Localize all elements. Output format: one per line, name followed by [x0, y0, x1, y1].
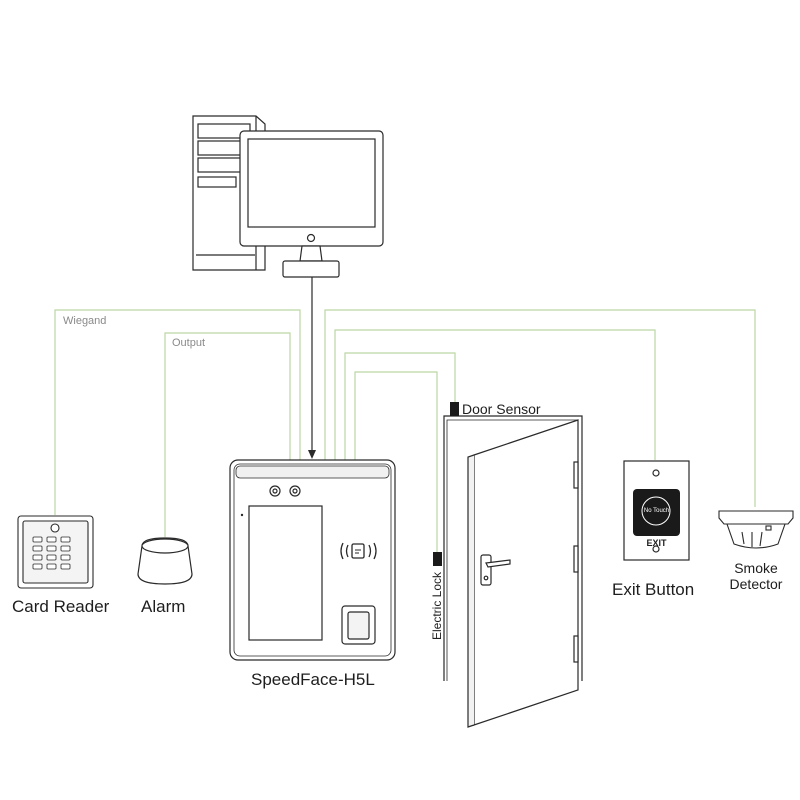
- pc-drive-bay-4: [197, 176, 237, 188]
- arrowhead-icon: [308, 450, 316, 459]
- wiegand-wire: [54, 309, 301, 515]
- smoke-detector-led: [765, 525, 772, 531]
- door-leaf-edge: [467, 454, 475, 728]
- card-reader-sensor: [50, 523, 60, 533]
- speedface-label: SpeedFace-H5L: [251, 670, 375, 689]
- speedface-screen: [248, 505, 323, 641]
- exit-button-face: [633, 489, 680, 536]
- no-touch-exit-button-icon: [623, 460, 690, 561]
- speedface-indicator-led: [240, 513, 244, 517]
- speedface-inner: [233, 463, 392, 657]
- exit-button-label: Exit Button: [612, 580, 695, 599]
- speedface-device-icon: [229, 459, 396, 661]
- exit-button-wire: [334, 329, 656, 460]
- door-hinge-bottom: [573, 635, 579, 663]
- door-sensor-wire: [344, 352, 456, 460]
- exit-button-screw-top: [652, 469, 660, 477]
- alarm-dome-top: [141, 538, 189, 554]
- smoke-detector-icon: [718, 510, 794, 549]
- electric-lock-label: Electric Lock: [430, 571, 444, 640]
- door-sensor-block: [450, 402, 459, 416]
- electric-lock-block: [433, 552, 442, 566]
- smoke-detector-vent-1: [741, 531, 745, 545]
- rfid-card-icon: [340, 542, 377, 560]
- open-door-icon: [433, 402, 583, 728]
- siren-icon: [137, 537, 193, 585]
- smoke-detector-body: [726, 523, 786, 549]
- exit-button-screw-bottom: [652, 545, 660, 553]
- smoke-detector-label-line1: Smoke: [734, 560, 778, 576]
- card-reader-label: Card Reader: [12, 597, 110, 616]
- door-hinge-mid: [573, 545, 579, 573]
- computer-icon: [192, 115, 384, 278]
- smoke-detector-base: [718, 510, 794, 525]
- door-hinge-top: [573, 461, 579, 489]
- monitor-base: [282, 260, 340, 278]
- smoke-detector-vent-3: [759, 531, 763, 547]
- output-wire-label: Output: [172, 337, 206, 349]
- smoke-detector-label-line2: Detector: [729, 576, 783, 592]
- door-frame: [443, 415, 583, 681]
- speedface-top-bar: [235, 465, 390, 479]
- monitor-stand: [299, 245, 323, 262]
- door-sensor-label: Door Sensor: [462, 401, 541, 417]
- output-wire: [164, 332, 291, 537]
- card-reader-keys: [32, 536, 71, 570]
- wiring-lines: [54, 277, 756, 552]
- door-handle-plate: [480, 554, 492, 586]
- fingerprint-sensor: [347, 611, 370, 640]
- door-handle-lever: [485, 559, 511, 568]
- monitor-power-button: [306, 233, 316, 243]
- alarm-label: Alarm: [141, 597, 186, 616]
- exit-button-sensor-ring: [641, 496, 671, 526]
- exit-button-no-touch-text: No Touch: [643, 508, 670, 514]
- speedface-camera-right-lens: [292, 488, 298, 494]
- monitor-screen: [247, 138, 376, 228]
- smoke-detector-wire: [324, 309, 756, 507]
- electric-lock-wire: [354, 371, 438, 552]
- wiegand-wire-label: Wiegand: [63, 315, 107, 327]
- exit-button-exit-text: EXIT: [646, 538, 667, 548]
- keypad-card-reader-icon: [17, 515, 94, 589]
- door-keyhole: [483, 575, 489, 581]
- speedface-camera-left-lens: [272, 488, 278, 494]
